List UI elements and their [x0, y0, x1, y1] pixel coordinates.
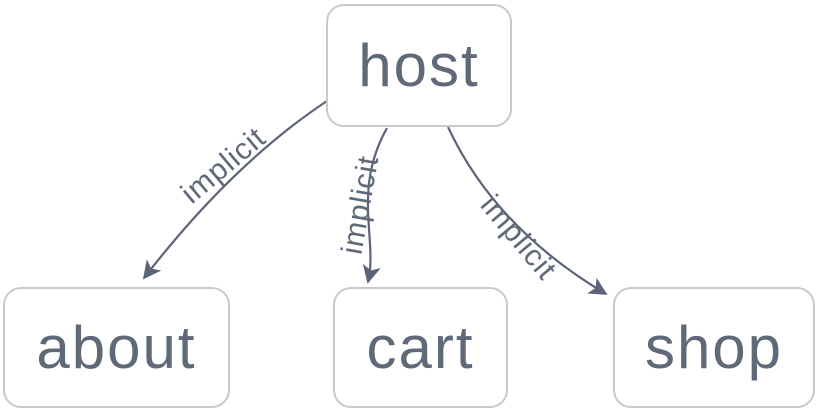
edge-host-cart[interactable] [362, 127, 388, 284]
node-shop[interactable]: shop [613, 287, 815, 408]
edge-host-about[interactable] [142, 100, 328, 280]
node-cart[interactable]: cart [333, 287, 508, 408]
edge-host-shop[interactable] [447, 126, 608, 295]
node-about[interactable]: about [3, 287, 230, 408]
node-host[interactable]: host [326, 4, 512, 127]
